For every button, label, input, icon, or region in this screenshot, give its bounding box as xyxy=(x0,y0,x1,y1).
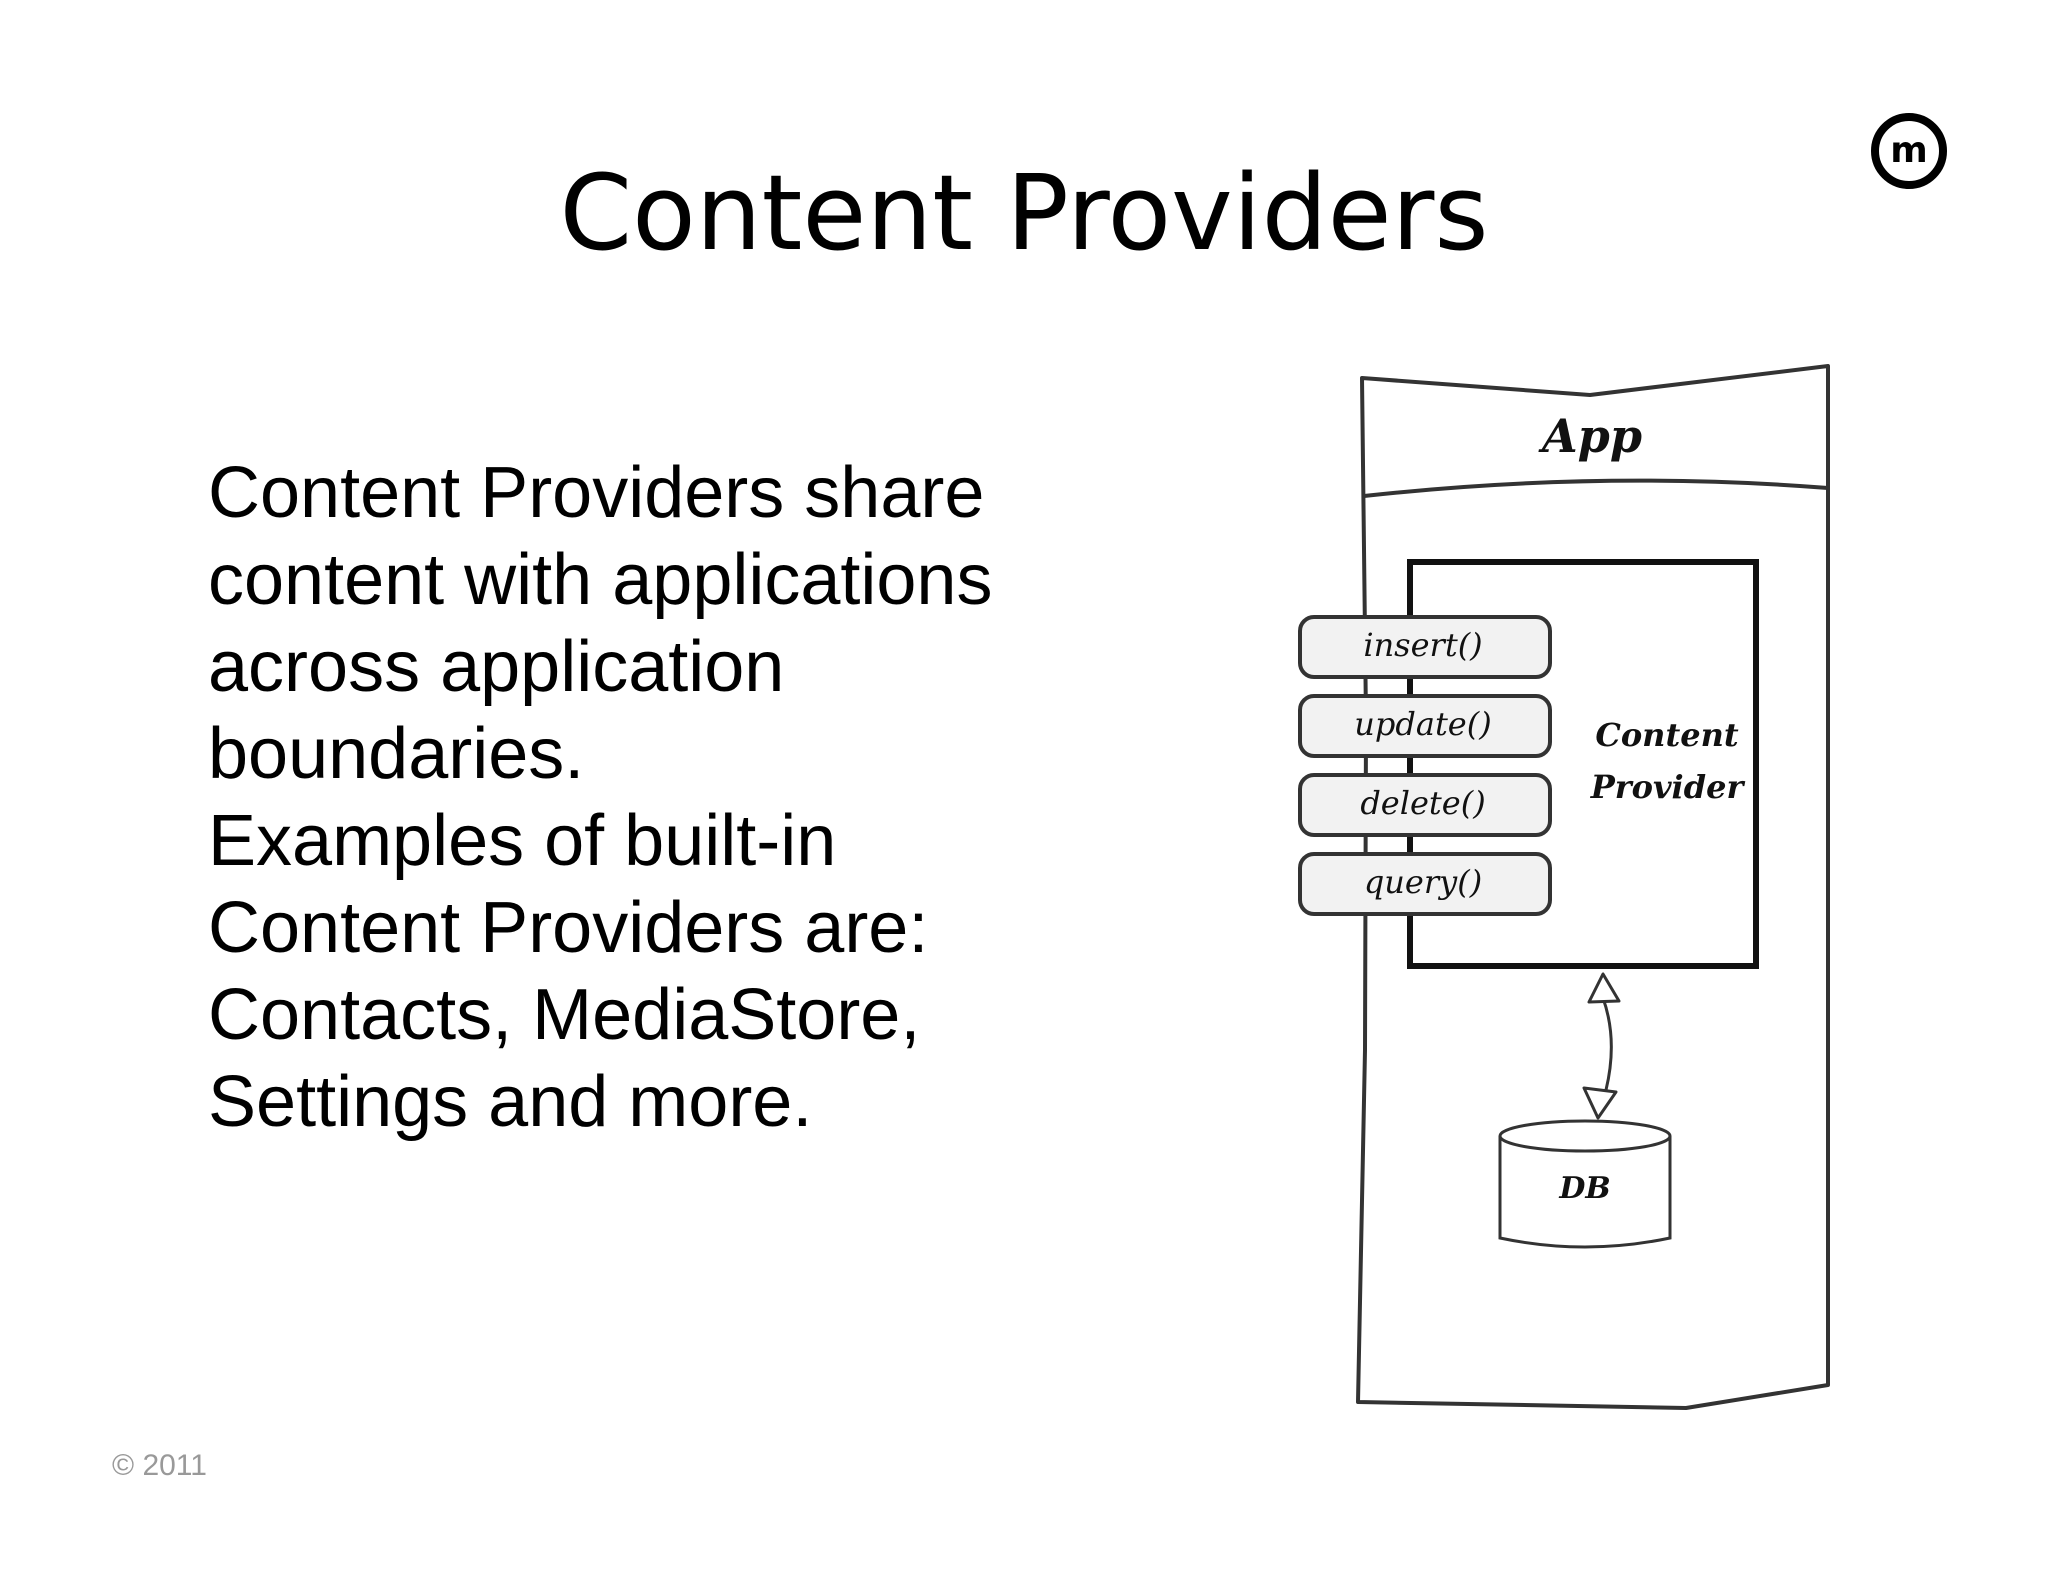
app-header-divider xyxy=(1363,478,1829,498)
method-pill xyxy=(1298,615,1552,679)
body-line: Content Providers share xyxy=(208,453,985,533)
logo-letter: m xyxy=(1890,130,1928,171)
method-pill xyxy=(1298,852,1552,916)
body-text: Content Providers share content with app… xyxy=(208,450,1108,1146)
provider-label-line: Provider xyxy=(1590,768,1746,806)
cylinder-database-icon xyxy=(1498,1119,1672,1249)
page-title: Content Providers xyxy=(559,152,1489,274)
body-line: across application xyxy=(208,627,785,707)
method-pill xyxy=(1298,773,1552,837)
body-line: boundaries. xyxy=(208,714,585,794)
copyright-text: © 2011 xyxy=(112,1449,207,1482)
app-label: App xyxy=(1538,409,1642,463)
double-headed-arrow-icon xyxy=(1582,972,1621,1120)
body-line: Examples of built-in xyxy=(208,801,837,881)
body-line: Content Providers are: xyxy=(208,888,929,968)
db-label: DB xyxy=(1558,1171,1610,1206)
method-label: insert() xyxy=(1363,626,1482,664)
body-line: Settings and more. xyxy=(208,1062,813,1142)
body-line: content with applications xyxy=(208,540,993,620)
method-label: delete() xyxy=(1360,784,1485,822)
provider-label-line: Content xyxy=(1595,716,1738,754)
method-label: update() xyxy=(1354,705,1491,743)
m-circle-logo-icon: m xyxy=(1871,113,1947,189)
body-line: Contacts, MediaStore, xyxy=(208,975,921,1055)
method-label: query() xyxy=(1364,863,1482,901)
method-pill xyxy=(1298,694,1552,758)
